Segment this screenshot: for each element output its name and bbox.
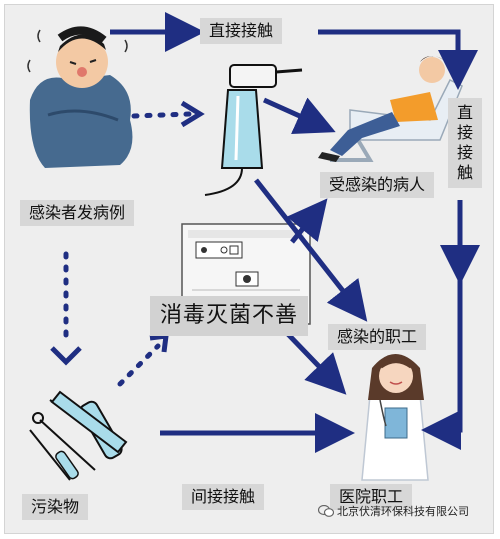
arrow-direct-contact-to-patient (318, 29, 478, 90)
sick-person-icon (27, 26, 133, 168)
watermark-text: 北京伏清环保科技有限公司 (337, 505, 469, 518)
watermark: 北京伏清环保科技有限公司 (318, 503, 469, 519)
dental-handpiece-icon (204, 64, 303, 196)
dental-patient-icon (318, 56, 463, 162)
dotted-arrow-source-to-handpiece (131, 111, 193, 119)
label-direct-contact-right: 直接接触 (448, 98, 482, 188)
label-direct-contact-top: 直接接触 (200, 18, 283, 44)
wechat-icon (318, 505, 334, 517)
dotted-arrow-contaminants-to-sterilizer (117, 343, 161, 387)
nurse-icon (361, 354, 429, 481)
label-medical-staff: 医院职工 (330, 484, 413, 510)
arrow-handpiece-to-patient (262, 97, 336, 135)
label-source-case: 感染者发病例 (20, 200, 135, 226)
arrow-sterilizer-to-staff (282, 328, 347, 395)
label-contaminants: 污染物 (22, 494, 89, 520)
label-infected-staff: 感染的职工 (328, 324, 427, 350)
dotted-arrows (50, 100, 205, 387)
label-disinfection-poor: 消毒灭菌不善 (150, 296, 309, 336)
label-indirect-contact: 间接接触 (182, 484, 265, 510)
label-infected-patient: 受感染的病人 (320, 172, 435, 198)
arrow-sterilizer-to-handpiece (286, 198, 328, 244)
arrow-patient-to-staff (421, 270, 463, 450)
flow-arrows (110, 12, 480, 453)
arrow-handpiece-to-infected-staff (254, 178, 368, 322)
medical-instruments-icon (29, 390, 128, 481)
